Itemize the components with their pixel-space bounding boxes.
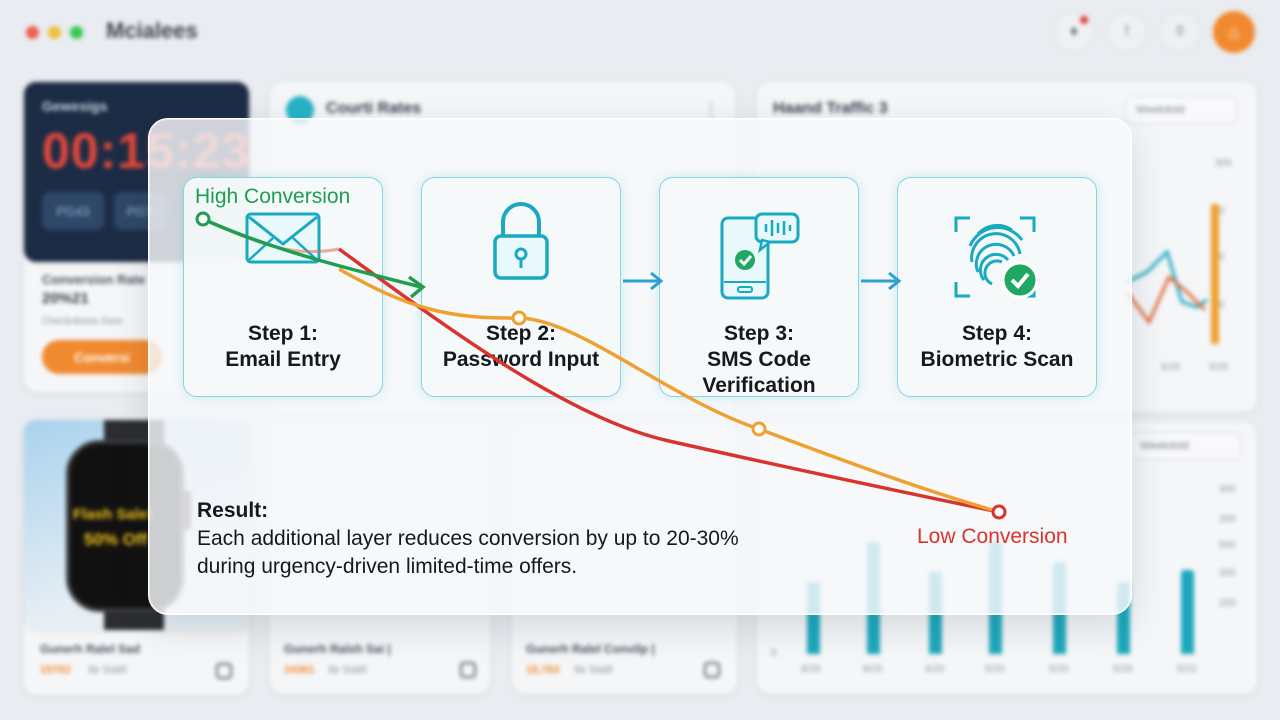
step-title: Step 2: Password Input xyxy=(422,321,620,373)
period-select[interactable]: Weekdold xyxy=(1129,432,1241,460)
result-text: Each additional layer reduces conversion… xyxy=(197,525,897,581)
step-name: Password Input xyxy=(442,348,600,371)
arrow-right-icon xyxy=(861,271,902,291)
axis-label: 5/20 xyxy=(985,664,1005,675)
period-select[interactable]: Weekdold xyxy=(1125,96,1237,124)
axis-tick: 200 xyxy=(1219,598,1236,609)
authentication-funnel-overlay: Step 1: Email Entry Step 2: Password Inp… xyxy=(148,118,1132,615)
traffic-line-chart xyxy=(1125,204,1219,344)
conversion-rate-title: Conversion Rate xyxy=(42,272,146,287)
high-conversion-curve xyxy=(202,217,422,289)
mini-card-title: Gunerh Ralsh Sai | xyxy=(284,642,391,656)
conversion-curves xyxy=(195,211,1007,520)
window-minimize-button[interactable] xyxy=(48,26,61,39)
axis-label: 5/20 xyxy=(1161,362,1181,373)
axis-tick: 0 xyxy=(771,648,777,659)
chart-bar xyxy=(1181,570,1194,654)
low-conversion-point xyxy=(991,504,1007,520)
mini-card-value: 15,763 xyxy=(526,664,560,676)
step-number: Step 1: xyxy=(247,322,318,345)
axis-tick: 200 xyxy=(1219,514,1236,525)
info-icon[interactable]: ! xyxy=(1107,12,1147,52)
result-line: during urgency-driven limited-time offer… xyxy=(197,555,578,578)
bell-icon[interactable]: ◊ xyxy=(1160,12,1200,52)
flash-sale-line2: 50% Off xyxy=(84,530,148,549)
watch-promo-value: 15762 xyxy=(40,664,71,676)
step-number: Step 4: xyxy=(961,322,1032,345)
high-conversion-arrowhead xyxy=(407,275,426,299)
axis-tick: 300 xyxy=(1219,484,1236,495)
fingerprint-icon xyxy=(898,212,1096,304)
high-conversion-point xyxy=(195,211,211,227)
top-bar: Mcialees ♦ ! ◊ ⌂ xyxy=(0,0,1280,64)
flash-sale-line1: Flash Sale! xyxy=(73,506,153,523)
axis-label: 5/25 xyxy=(1209,362,1229,373)
step-name: Email Entry xyxy=(225,348,341,371)
axis-tick: 0 xyxy=(1219,300,1225,311)
step-name: Biometric Scan xyxy=(920,348,1074,371)
conversion-button[interactable]: Conversi xyxy=(42,340,162,374)
mid-conversion-curve xyxy=(338,267,1000,514)
step-card-password: Step 2: Password Input xyxy=(421,177,621,397)
smartphone-sms-icon xyxy=(660,210,858,302)
step-number: Step 2: xyxy=(485,322,556,345)
axis-tick: 0 xyxy=(1219,206,1225,217)
low-conversion-label: Low Conversion xyxy=(917,525,1068,548)
result-heading: Result: xyxy=(197,499,269,522)
notification-bell-icon[interactable]: ♦ xyxy=(1054,12,1094,52)
mini-card-suffix: Ile Siatil xyxy=(574,664,613,676)
share-icon[interactable] xyxy=(704,662,720,678)
axis-label: 5/20 xyxy=(1049,664,1069,675)
traffic-title: Haand Traffic 3 xyxy=(773,100,888,117)
watch-promo-title: Gunerh Ralel Sad xyxy=(40,642,141,656)
mid-conversion-point xyxy=(751,421,767,437)
rates-title: Courti Rates xyxy=(326,100,422,117)
axis-tick: 300 xyxy=(1215,158,1232,169)
result-line: Each additional layer reduces conversion… xyxy=(197,527,739,550)
step-number: Step 3: xyxy=(723,322,794,345)
mid-conversion-point xyxy=(511,310,527,326)
notification-dot xyxy=(1080,16,1088,24)
step-title: Step 3: SMS Code Verification xyxy=(660,321,858,399)
axis-tick: 300 xyxy=(1219,568,1236,579)
timer-chip: PG43 xyxy=(42,192,104,230)
mini-card-value: 24361 xyxy=(284,664,315,676)
window-close-button[interactable] xyxy=(26,26,39,39)
step-title: Step 1: Email Entry xyxy=(184,321,382,373)
share-icon[interactable] xyxy=(460,662,476,678)
axis-tick: 500 xyxy=(1219,540,1236,551)
axis-tick: 0 xyxy=(1219,252,1225,263)
axis-label: 6/20 xyxy=(925,664,945,675)
avatar[interactable]: ⌂ xyxy=(1213,11,1255,53)
low-conversion-curve xyxy=(337,247,1000,514)
step-card-biometric: Step 4: Biometric Scan xyxy=(897,177,1097,397)
conversion-rate-value: 20%21 xyxy=(42,290,89,307)
padlock-icon xyxy=(422,200,620,282)
more-icon[interactable]: ⋮ xyxy=(702,100,720,120)
conversion-rate-subtitle: Checkobsea Sass xyxy=(42,316,123,327)
timer-label: Gewesigs xyxy=(42,98,108,114)
axis-label: 8/25 xyxy=(863,664,883,675)
arrow-right-icon xyxy=(623,271,664,291)
axis-label: 8/28 xyxy=(801,664,821,675)
step-name-continued: Verification xyxy=(702,374,816,397)
axis-label: 5/22 xyxy=(1177,664,1197,675)
step-card-sms: Step 3: SMS Code Verification xyxy=(659,177,859,397)
share-icon[interactable] xyxy=(216,663,232,679)
axis-label: 5/28 xyxy=(1113,664,1133,675)
watch-promo-suffix: Ile Siatil xyxy=(88,664,127,676)
window-maximize-button[interactable] xyxy=(70,26,83,39)
high-conversion-label: High Conversion xyxy=(195,185,351,208)
step-name: SMS Code xyxy=(707,348,811,371)
step-title: Step 4: Biometric Scan xyxy=(898,321,1096,373)
app-title: Mcialees xyxy=(106,18,198,43)
mini-card-title: Gunerh Ralel Convilp | xyxy=(526,642,655,656)
mini-card-suffix: Ile Siatil xyxy=(328,664,367,676)
